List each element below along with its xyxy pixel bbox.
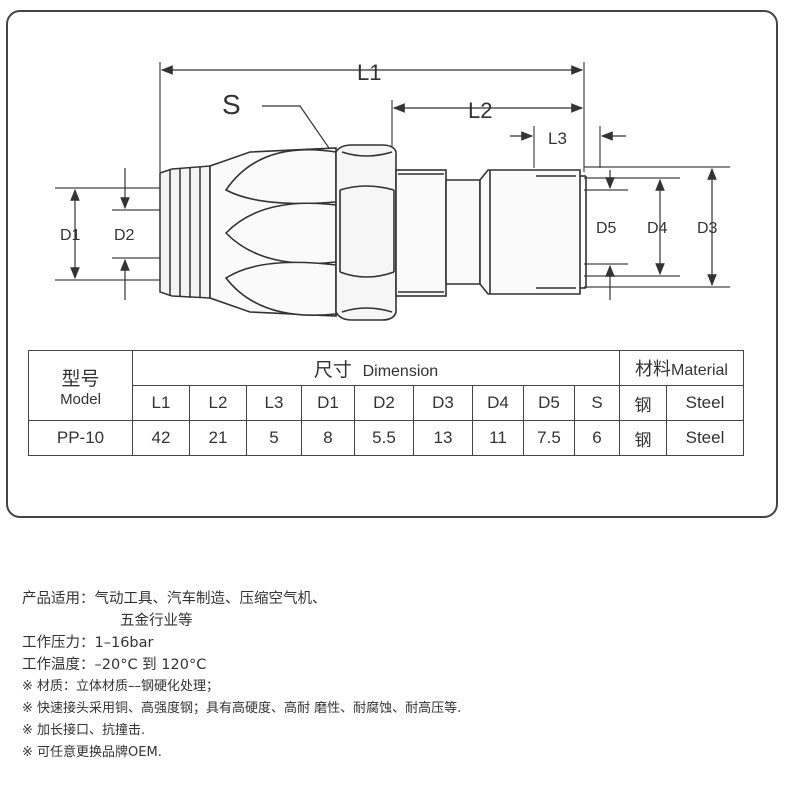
temperature-line: 工作温度：–20°C 到 120°C xyxy=(22,654,782,676)
plug-body xyxy=(395,169,587,297)
note-bullet: ※ 加长接口、抗撞击. xyxy=(22,723,146,738)
label-S: S xyxy=(222,89,241,120)
row-L3: 5 xyxy=(246,420,302,456)
col-D1: D1 xyxy=(301,385,355,421)
dimension-header: 尺寸 xyxy=(313,359,352,381)
col-L3: L3 xyxy=(246,385,302,421)
row-D5: 7.5 xyxy=(523,420,575,456)
product-notes: 产品适用：气动工具、汽车制造、压缩空气机、 五金行业等 工作压力：1–16bar… xyxy=(22,588,782,764)
material-sub-cn: 钢 xyxy=(619,385,667,421)
row-material-cn: 钢 xyxy=(619,420,667,456)
row-L2: 21 xyxy=(189,420,247,456)
row-L1: 42 xyxy=(132,420,190,456)
row-material-en: Steel xyxy=(666,420,744,456)
label-D2: D2 xyxy=(114,227,135,244)
model-header-en: Model xyxy=(60,390,101,408)
connector-drawing: L1 L2 L3 S D1 D2 D3 D4 D5 xyxy=(55,60,730,321)
model-header: 型号 xyxy=(61,368,100,390)
label-D4: D4 xyxy=(647,220,668,237)
note-bullet: ※ 材质：立体材质––钢硬化处理； xyxy=(22,679,220,694)
row-model: PP-10 xyxy=(28,420,133,456)
temp-label: 工作温度： xyxy=(22,657,95,673)
hex-nut xyxy=(335,144,397,321)
label-L3: L3 xyxy=(548,129,567,148)
col-S: S xyxy=(574,385,620,421)
model-header-cell: 型号 Model xyxy=(28,350,133,421)
material-header: 材料 xyxy=(635,359,672,379)
label-L1: L1 xyxy=(357,60,381,85)
material-header-cell: 材料Material xyxy=(619,350,744,386)
col-L2: L2 xyxy=(189,385,247,421)
table-row: PP-10 42 21 5 8 5.5 13 11 7.5 6 钢 Steel xyxy=(28,420,744,456)
threaded-end xyxy=(159,165,211,299)
label-D1: D1 xyxy=(60,227,81,244)
note-bullet: ※ 可任意更换品牌OEM. xyxy=(22,745,162,760)
col-D3: D3 xyxy=(413,385,473,421)
label-L2: L2 xyxy=(468,98,492,123)
cone-body xyxy=(209,147,337,317)
label-D3: D3 xyxy=(697,220,718,237)
usage-line: 产品适用：气动工具、汽车制造、压缩空气机、 xyxy=(22,588,782,610)
row-S: 6 xyxy=(574,420,620,456)
row-D2: 5.5 xyxy=(354,420,414,456)
dimension-header-cell: 尺寸 Dimension xyxy=(132,350,620,386)
row-D1: 8 xyxy=(301,420,355,456)
pressure-line: 工作压力：1–16bar xyxy=(22,632,782,654)
row-D3: 13 xyxy=(413,420,473,456)
row-D4: 11 xyxy=(472,420,524,456)
note-bullet: ※ 快速接头采用铜、高强度钢；具有高硬度、高耐 磨性、耐腐蚀、耐高压等. xyxy=(22,701,462,716)
col-D2: D2 xyxy=(354,385,414,421)
temp-value: –20°C 到 120°C xyxy=(94,657,207,673)
usage-text1: 气动工具、汽车制造、压缩空气机、 xyxy=(94,591,327,607)
pressure-value: 1–16bar xyxy=(94,635,154,651)
col-L1: L1 xyxy=(132,385,190,421)
material-sub-en: Steel xyxy=(666,385,744,421)
material-header-en: Material xyxy=(671,362,728,379)
usage-label: 产品适用： xyxy=(22,591,95,607)
label-D5: D5 xyxy=(596,220,617,237)
extension-lines xyxy=(55,62,730,288)
dimension-header-en: Dimension xyxy=(362,362,439,380)
spec-table: 型号 Model 尺寸 Dimension 材料Material L1 L2 L… xyxy=(28,350,744,456)
usage-text2: 五金行业等 xyxy=(120,613,193,629)
pressure-label: 工作压力： xyxy=(22,635,95,651)
dimension-arrows xyxy=(70,65,717,300)
col-D4: D4 xyxy=(472,385,524,421)
col-D5: D5 xyxy=(523,385,575,421)
